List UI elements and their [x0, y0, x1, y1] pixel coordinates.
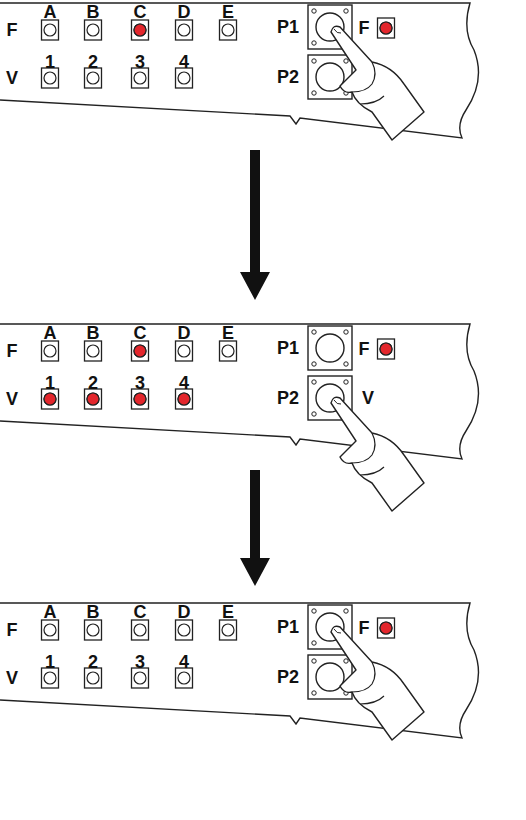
panel-label: C [134, 603, 147, 621]
panel-label: F [359, 340, 370, 358]
panel-label: V [6, 669, 18, 687]
panel-label: 2 [88, 374, 98, 392]
panel-label: D [178, 324, 191, 342]
panel-label: 3 [135, 53, 145, 71]
panel-label: V [6, 390, 18, 408]
panel-label: B [87, 3, 100, 21]
panel-label: V [362, 389, 374, 407]
panel-label: F [7, 21, 18, 39]
panel-label: A [44, 3, 57, 21]
panel-label: A [44, 324, 57, 342]
panel-label: E [222, 3, 234, 21]
panel-label: 2 [88, 53, 98, 71]
panel-label: P2 [277, 389, 299, 407]
panel-label: 3 [135, 653, 145, 671]
panel-label: D [178, 3, 191, 21]
panel-label: E [222, 324, 234, 342]
panel-label: C [134, 3, 147, 21]
panel-label: F [359, 619, 370, 637]
panel-label: P1 [277, 18, 299, 36]
panel-label: P1 [277, 618, 299, 636]
panel-label: V [6, 69, 18, 87]
panel-label: B [87, 603, 100, 621]
panel-label: F [359, 19, 370, 37]
panel-label: F [7, 621, 18, 639]
panel-label: E [222, 603, 234, 621]
panel-label: A [44, 603, 57, 621]
panel-label: P2 [277, 668, 299, 686]
panel-label: 2 [88, 653, 98, 671]
panel-label: 4 [179, 374, 189, 392]
panel-label: 4 [179, 653, 189, 671]
panel-label: 1 [45, 53, 55, 71]
panel-label: P2 [277, 68, 299, 86]
panel-label: 1 [45, 374, 55, 392]
panel-label: F [7, 342, 18, 360]
panel-label: 3 [135, 374, 145, 392]
panel-label: 4 [179, 53, 189, 71]
panel-label: B [87, 324, 100, 342]
panel-label: C [134, 324, 147, 342]
panel-label: 1 [45, 653, 55, 671]
panel-label: D [178, 603, 191, 621]
panel-label: P1 [277, 339, 299, 357]
